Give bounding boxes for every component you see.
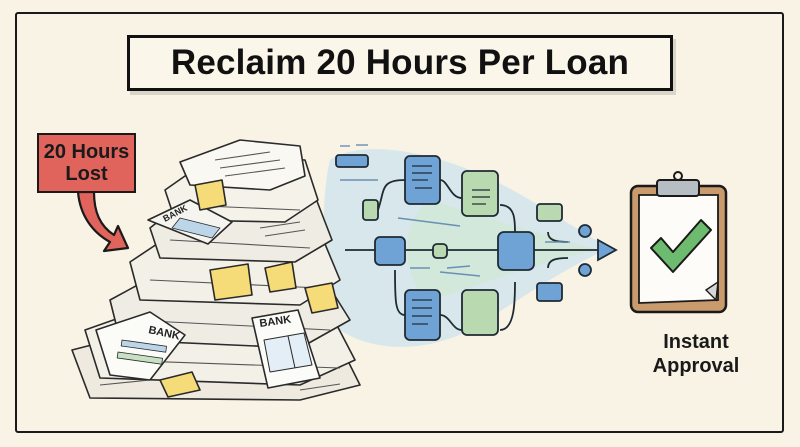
page-title: Reclaim 20 Hours Per Loan [170,43,630,82]
callout-line1: 20 Hours [43,141,130,163]
hours-lost-callout: 20 Hours Lost [37,133,136,193]
clipboard-check-icon [629,171,728,314]
checkmark-icon [650,219,712,273]
bank-label: BANK [259,314,292,330]
paper-pile [71,139,361,401]
curved-arrow-icon [76,190,130,253]
callout-line2: Lost [65,163,108,185]
approval-line1: Instant [663,331,729,353]
approval-line2: Approval [652,355,740,377]
instant-approval-label: Instant Approval [636,330,756,378]
outer-frame [15,12,784,433]
title-banner: Reclaim 20 Hours Per Loan [127,35,673,91]
workflow-diagram [335,144,618,341]
